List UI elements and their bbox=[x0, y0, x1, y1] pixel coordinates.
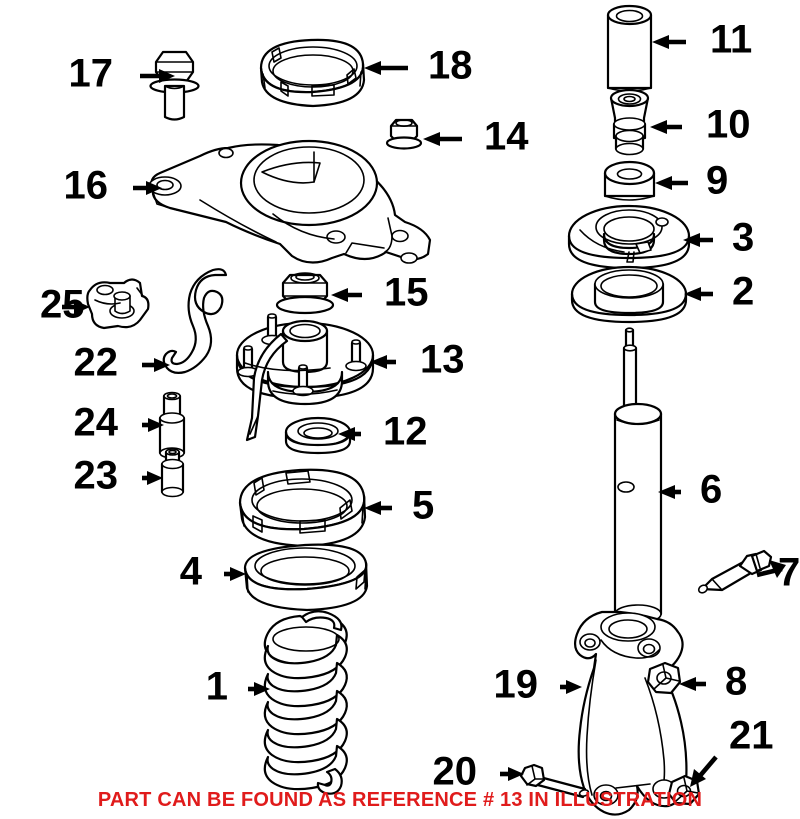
part-flange-nut-small bbox=[385, 118, 423, 150]
callout-label-24: 24 bbox=[74, 401, 119, 445]
part-knuckle-nut bbox=[646, 661, 682, 695]
part-strut-shock-absorber bbox=[613, 327, 663, 624]
callout-label-19: 19 bbox=[494, 663, 539, 707]
part-dust-boot-sleeve bbox=[606, 4, 653, 92]
callout-label-20: 20 bbox=[433, 750, 478, 794]
part-upper-spring-seat bbox=[570, 265, 688, 324]
callout-label-3: 3 bbox=[732, 216, 754, 260]
reference-note: PART CAN BE FOUND AS REFERENCE # 13 IN I… bbox=[97, 789, 703, 811]
callout-label-18: 18 bbox=[428, 44, 473, 88]
part-strut-pinch-bolt bbox=[697, 549, 773, 594]
callout-leaders bbox=[62, 35, 786, 787]
part-strut-tower-bracket bbox=[148, 139, 432, 264]
callout-label-15: 15 bbox=[384, 271, 429, 315]
callout-label-1: 1 bbox=[206, 665, 228, 709]
callout-label-10: 10 bbox=[706, 103, 751, 147]
callout-label-23: 23 bbox=[74, 454, 119, 498]
callout-label-5: 5 bbox=[412, 484, 434, 528]
part-knuckle-bolt bbox=[519, 763, 590, 799]
part-stepped-bushing-sleeve bbox=[158, 391, 186, 459]
callout-label-21: 21 bbox=[729, 714, 774, 758]
callout-label-13: 13 bbox=[420, 338, 465, 382]
part-lower-spring-seat bbox=[238, 468, 367, 548]
part-bump-stop bbox=[609, 88, 650, 156]
part-spring-isolator-pad bbox=[243, 543, 369, 612]
callout-label-11: 11 bbox=[710, 18, 752, 62]
part-brake-hose-bracket-rod bbox=[162, 268, 228, 374]
part-flange-nut-large bbox=[275, 272, 335, 315]
callout-label-7: 7 bbox=[778, 551, 800, 595]
callout-label-8: 8 bbox=[725, 660, 747, 704]
callout-label-4: 4 bbox=[180, 550, 203, 594]
callout-label-16: 16 bbox=[64, 164, 109, 208]
part-upper-retainer-ring bbox=[259, 38, 366, 108]
callout-label-25: 25 bbox=[40, 283, 85, 327]
part-strut-bearing-ring bbox=[284, 416, 352, 455]
part-strut-mount-bearing bbox=[235, 313, 375, 442]
part-coil-spring bbox=[263, 610, 348, 795]
callout-label-22: 22 bbox=[74, 341, 119, 385]
callout-label-12: 12 bbox=[383, 410, 428, 454]
callout-label-14: 14 bbox=[484, 115, 529, 159]
part-small-bushing-sleeve bbox=[160, 448, 185, 498]
callout-label-9: 9 bbox=[706, 159, 728, 203]
part-spacer-washer bbox=[603, 160, 656, 201]
part-strut-mount-plate bbox=[567, 204, 691, 270]
callout-numbers: 1 2 3 4 5 6 7 8 9 10 11 12 13 14 15 16 1… bbox=[40, 18, 800, 794]
part-steering-knuckle bbox=[573, 610, 688, 816]
callout-label-2: 2 bbox=[732, 270, 754, 314]
callout-label-6: 6 bbox=[700, 468, 722, 512]
part-mounting-clamp bbox=[86, 278, 150, 330]
callout-label-17: 17 bbox=[69, 52, 114, 96]
